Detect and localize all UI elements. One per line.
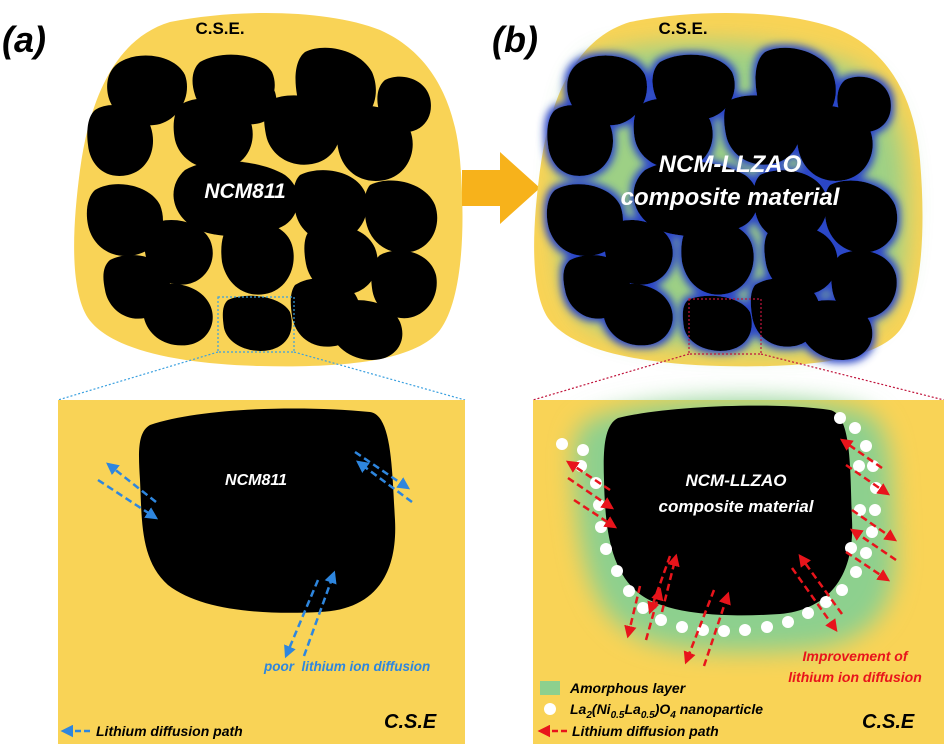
red-arrow bbox=[683, 589, 716, 665]
red-arrow bbox=[798, 553, 844, 615]
red-arrow bbox=[702, 591, 731, 667]
red-arrow bbox=[660, 553, 680, 613]
legend-amorphous-swatch bbox=[540, 681, 560, 695]
panel-a-top-label: C.S.E. bbox=[195, 19, 244, 38]
panel-b-tag: (b) bbox=[492, 19, 538, 60]
poor-diffusion-label: poor lithium ion diffusion bbox=[263, 659, 430, 674]
panel-a-center-label: NCM811 bbox=[204, 180, 285, 203]
legend-a-path-label: Lithium diffusion path bbox=[96, 723, 243, 739]
zoom-b-particle bbox=[603, 405, 853, 616]
improvement-label-1: Improvement of bbox=[802, 648, 908, 664]
red-arrow bbox=[839, 438, 883, 470]
red-arrow bbox=[849, 528, 897, 562]
improvement-label-2: lithium ion diffusion bbox=[788, 669, 922, 685]
zoom-line-a-left bbox=[57, 351, 219, 401]
panel-a-tag: (a) bbox=[2, 19, 46, 60]
blue-diffusion-arrows bbox=[97, 450, 413, 659]
panel-a-zoom bbox=[58, 400, 465, 744]
zoom-box-b bbox=[688, 298, 762, 355]
red-arrow bbox=[624, 585, 642, 639]
panel-b-center-label-2: composite material bbox=[621, 184, 841, 211]
blue-arrow bbox=[302, 570, 337, 657]
red-arrow bbox=[644, 587, 664, 641]
zoom-b-label-2: composite material bbox=[659, 497, 815, 516]
ncm-llzao-particles-b bbox=[546, 47, 898, 360]
red-arrow bbox=[565, 460, 611, 492]
red-arrow bbox=[790, 567, 838, 633]
zoom-a-label: NCM811 bbox=[225, 472, 287, 489]
panel-b-center-label-1: NCM-LLZAO bbox=[659, 151, 802, 178]
zoom-b-label-1: NCM-LLZAO bbox=[685, 471, 786, 490]
red-diffusion-arrows bbox=[565, 438, 898, 667]
red-arrow bbox=[845, 550, 891, 582]
red-arrow bbox=[845, 463, 891, 496]
legend-nanoparticle-label: La2(Ni0.5La0.5)O4 nanoparticle bbox=[570, 701, 763, 721]
zoom-line-a-right bbox=[293, 351, 466, 401]
red-arrow bbox=[851, 508, 898, 542]
transition-arrow bbox=[462, 152, 540, 224]
panel-b-overview bbox=[534, 12, 923, 367]
red-arrow bbox=[567, 476, 615, 510]
legend-b-path-label: Lithium diffusion path bbox=[572, 723, 719, 739]
zoom-a-particle bbox=[139, 408, 396, 613]
blue-arrow bbox=[97, 478, 159, 520]
panel-a-overview bbox=[74, 12, 463, 367]
panel-b-top-label: C.S.E. bbox=[658, 19, 707, 38]
zoom-line-b-right bbox=[760, 353, 944, 401]
zoom-a-cse-label: C.S.E bbox=[384, 711, 437, 733]
panel-b-zoom bbox=[533, 398, 944, 744]
zoom-b-cse-label: C.S.E bbox=[862, 711, 915, 733]
zoom-box-a bbox=[217, 296, 295, 353]
red-arrow bbox=[573, 498, 618, 529]
blue-arrow bbox=[355, 460, 413, 504]
legend-amorphous-label: Amorphous layer bbox=[569, 680, 687, 696]
nanoparticle-dots bbox=[556, 412, 882, 637]
blue-arrow bbox=[284, 579, 320, 659]
ncm811-particles-a bbox=[86, 47, 438, 360]
zoom-line-b-left bbox=[532, 353, 690, 401]
red-arrow bbox=[647, 555, 672, 615]
legend-nanoparticle-dot bbox=[544, 703, 556, 715]
